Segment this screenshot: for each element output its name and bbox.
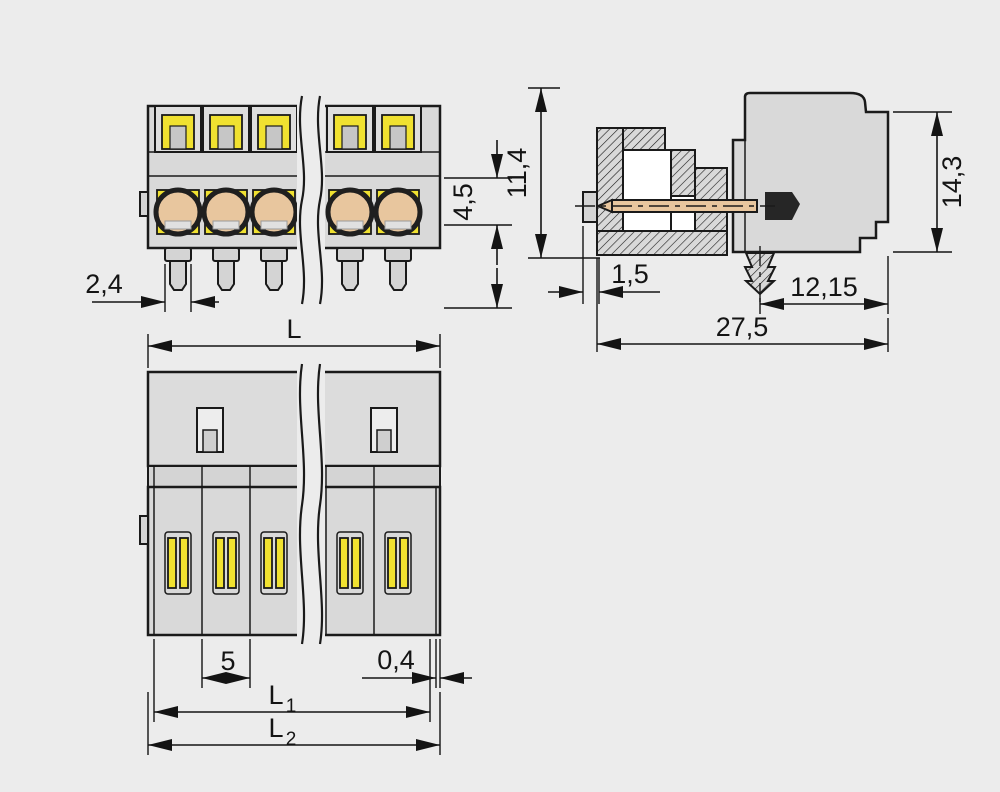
actuation-slot bbox=[217, 125, 235, 150]
spring-bar bbox=[399, 537, 409, 589]
spring-bar bbox=[167, 537, 177, 589]
top-left-tab bbox=[139, 515, 149, 545]
top-pin-slots bbox=[164, 531, 412, 595]
entry-slot bbox=[336, 220, 364, 230]
dim-label-l2-sub: 2 bbox=[286, 729, 297, 750]
dim-l2: L 2 bbox=[147, 692, 441, 755]
pin bbox=[169, 260, 187, 291]
front-view: 2,4 4,5 bbox=[85, 94, 512, 312]
top-housing-band bbox=[147, 465, 441, 488]
keyway bbox=[765, 192, 800, 220]
break-line bbox=[298, 95, 306, 305]
cavity bbox=[622, 149, 672, 232]
entry-slot bbox=[260, 220, 288, 230]
spring-bar bbox=[215, 537, 225, 589]
dim-label-pin-length: 4,5 bbox=[448, 183, 478, 221]
dim-wall-thickness: 0,4 bbox=[362, 639, 472, 688]
entry-slot bbox=[164, 220, 192, 230]
top-dividers bbox=[153, 466, 437, 635]
slot-outline bbox=[212, 531, 240, 595]
dim-label-l1-sub: 1 bbox=[286, 696, 297, 717]
front-left-notch bbox=[139, 191, 149, 217]
dim-label-body-height: 11,4 bbox=[502, 148, 532, 199]
dim-face-offset: 1,5 bbox=[548, 226, 660, 304]
dim-label-l2: L bbox=[268, 713, 283, 743]
top-view: L 5 0,4 L 1 L bbox=[139, 314, 472, 755]
entry-flange bbox=[582, 191, 598, 223]
mating-housing bbox=[731, 91, 890, 254]
entry-slot bbox=[384, 220, 412, 230]
bottom-wall-section bbox=[596, 230, 728, 256]
dim-label-mating-height: 14,3 bbox=[937, 156, 967, 209]
spring-bar bbox=[387, 537, 397, 589]
spring-bar bbox=[351, 537, 361, 589]
front-wire-entries bbox=[153, 187, 423, 237]
slot-outline bbox=[384, 531, 412, 595]
pin bbox=[265, 260, 283, 291]
front-break bbox=[297, 94, 325, 306]
dim-label-l1: L bbox=[268, 680, 283, 710]
dim-pin-length: 4,5 bbox=[444, 140, 512, 309]
dim-label-pin-width: 2,4 bbox=[85, 269, 123, 299]
pin bbox=[341, 260, 359, 291]
dim-label-total-depth: 27,5 bbox=[716, 312, 769, 342]
dim-total-depth: 27,5 bbox=[596, 258, 889, 352]
front-pins bbox=[164, 247, 412, 291]
dim-mating-height: 14,3 bbox=[893, 111, 967, 253]
dim-pin-width: 2,4 bbox=[85, 264, 219, 312]
break-line bbox=[316, 95, 324, 305]
dim-l1: L 1 bbox=[153, 639, 431, 722]
dim-body-height: 11,4 bbox=[502, 87, 600, 259]
dim-label-face-offset: 1,5 bbox=[611, 259, 649, 289]
side-view: 11,4 14,3 1,5 12,15 2 bbox=[502, 87, 967, 352]
actuation-slot bbox=[389, 125, 407, 150]
step-wall-section bbox=[670, 149, 696, 197]
pin-collar bbox=[212, 247, 240, 262]
pin bbox=[389, 260, 407, 291]
spring-bar bbox=[227, 537, 237, 589]
pin-collar bbox=[384, 247, 412, 262]
entry-slot bbox=[212, 220, 240, 230]
dim-label-wall-thickness: 0,4 bbox=[377, 645, 415, 675]
slot-outline bbox=[260, 531, 288, 595]
latch-inner bbox=[376, 429, 392, 453]
pin-collar bbox=[164, 247, 192, 262]
dim-label-overall-length: L bbox=[286, 314, 301, 344]
front-clamp-modules bbox=[154, 105, 422, 153]
spring-bar bbox=[263, 537, 273, 589]
dim-label-latch-distance: 12,15 bbox=[790, 272, 858, 302]
spring-bar bbox=[179, 537, 189, 589]
pin-collar bbox=[260, 247, 288, 262]
dim-overall-length: L bbox=[147, 314, 441, 368]
dim-label-pitch: 5 bbox=[220, 646, 235, 676]
actuation-slot bbox=[169, 125, 187, 150]
break-line bbox=[298, 363, 306, 645]
pin-collar bbox=[336, 247, 364, 262]
dim-pitch: 5 bbox=[201, 639, 251, 688]
top-break bbox=[297, 362, 325, 646]
dim-latch-distance: 12,15 bbox=[759, 256, 889, 314]
pin bbox=[217, 260, 235, 291]
spring-bar bbox=[339, 537, 349, 589]
slot-outline bbox=[336, 531, 364, 595]
break-line bbox=[316, 363, 324, 645]
slot-outline bbox=[164, 531, 192, 595]
actuation-slot bbox=[265, 125, 283, 150]
actuation-slot bbox=[341, 125, 359, 150]
latch-inner bbox=[202, 429, 218, 453]
spring-bar bbox=[275, 537, 285, 589]
